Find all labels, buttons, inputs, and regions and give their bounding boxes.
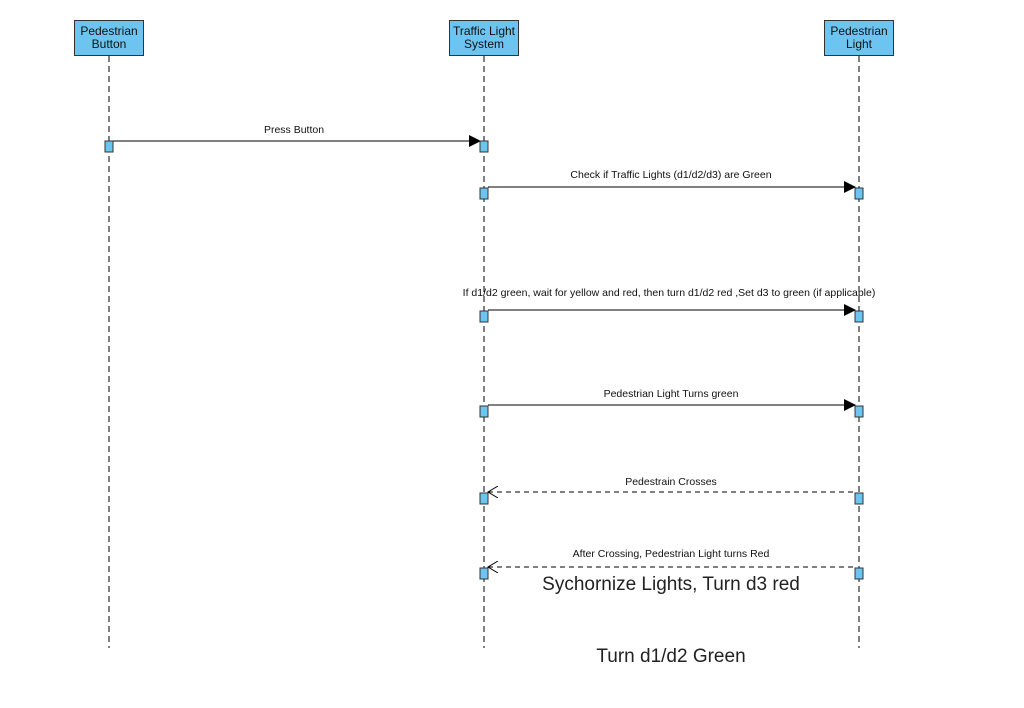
participant-traffic-light-system[interactable]: Traffic Light System <box>449 20 519 56</box>
activation-box <box>854 492 864 505</box>
message-label-pedestrian-light-red: After Crossing, Pedestrian Light turns R… <box>572 548 770 560</box>
message-label-pedestrian-crosses: Pedestrain Crosses <box>625 476 717 488</box>
activation-box <box>479 140 489 153</box>
participant-pedestrian-button[interactable]: Pedestrian Button <box>74 20 144 56</box>
activation-box <box>479 567 489 580</box>
participant-pedestrian-light[interactable]: Pedestrian Light <box>824 20 894 56</box>
activation-box <box>854 310 864 323</box>
message-label-check-traffic-lights: Check if Traffic Lights (d1/d2/d3) are G… <box>570 169 772 181</box>
note-turn-d1-d2-green: Turn d1/d2 Green <box>596 646 746 667</box>
activation-box <box>479 405 489 418</box>
activation-box <box>479 310 489 323</box>
message-label-press-button: Press Button <box>263 124 325 136</box>
message-label-pedestrian-light-green: Pedestrian Light Turns green <box>603 388 739 400</box>
activation-box <box>479 187 489 200</box>
activation-box <box>854 405 864 418</box>
activation-box <box>854 567 864 580</box>
activation-box <box>479 492 489 505</box>
activation-box <box>104 140 114 153</box>
activation-box <box>854 187 864 200</box>
note-synchronize-lights: Sychornize Lights, Turn d3 red <box>542 574 800 595</box>
message-label-turn-d1-d2-red: If d1/d2 green, wait for yellow and red,… <box>462 287 876 299</box>
